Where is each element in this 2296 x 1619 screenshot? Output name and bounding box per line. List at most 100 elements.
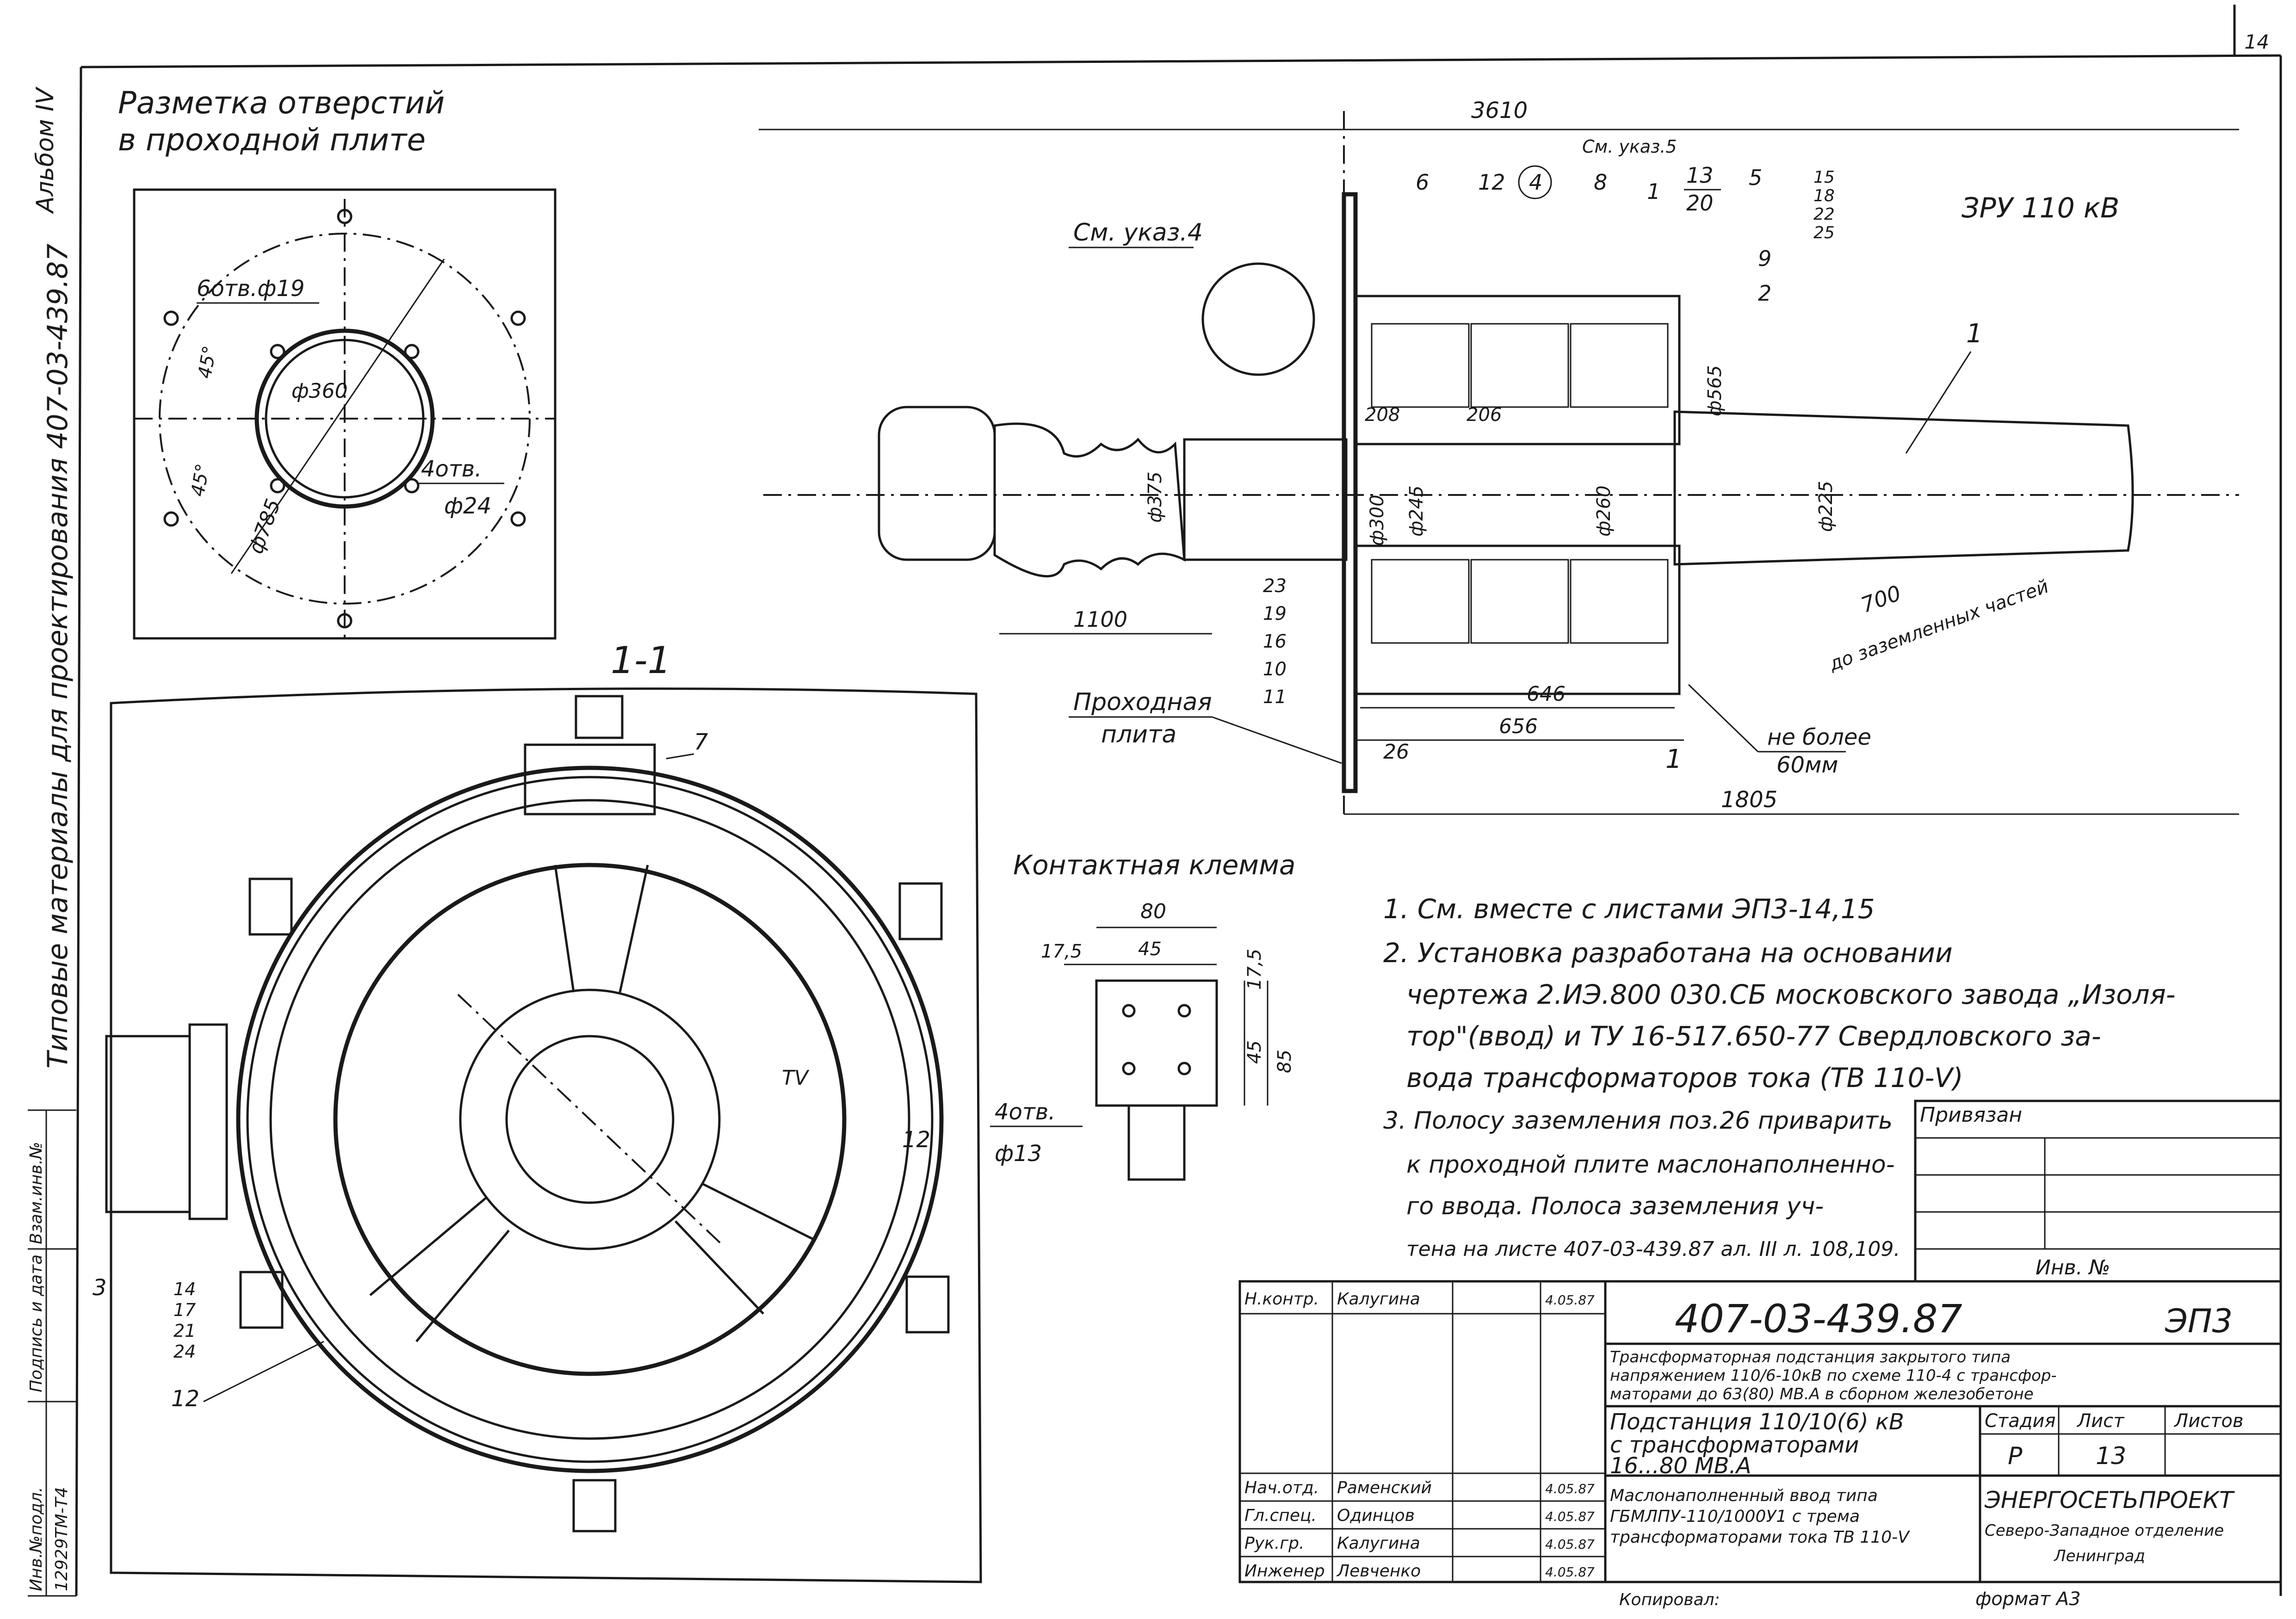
role-3: Рук.гр. (1244, 1534, 1304, 1553)
org-name: ЭНЕРГОСЕТЬПРОЕКТ (1984, 1487, 2235, 1514)
section-1-1-view: 1-1 7 12 12 3 (93, 639, 1083, 1583)
blocks (239, 695, 950, 1532)
pos-22: 22 (1813, 205, 1835, 224)
org-branch: Северо-Западное отделение (1985, 1521, 2224, 1540)
pressure-gauge (1201, 262, 1315, 376)
indoor-bushing (1673, 410, 2134, 566)
pos-25: 25 (1813, 223, 1835, 242)
dim-656: 656 (1499, 715, 1538, 738)
pos-20: 20 (1686, 191, 1714, 216)
left-margin: Альбом IV Типовые материалы для проектир… (27, 87, 76, 1597)
date-4: 4.05.87 (1545, 1564, 1595, 1580)
label-plate-2: плита (1101, 721, 1176, 748)
pos-1-bushing: 1 (1966, 319, 1983, 349)
description-1: Трансформаторная подстанция закрытого ти… (1610, 1348, 2011, 1366)
pos-11: 11 (1263, 686, 1287, 708)
sheet-title-3: трансформаторами тока ТВ 110-V (1610, 1528, 1910, 1547)
porcelain-insulator (993, 422, 1186, 578)
callout-24: 24 (173, 1341, 196, 1362)
callout-17: 17 (173, 1300, 196, 1320)
callout-14: 14 (173, 1279, 196, 1299)
ct-ring (333, 863, 847, 1376)
label-grounded: до заземленных частей (1826, 576, 2052, 675)
name-3: Калугина (1337, 1534, 1420, 1553)
pos-10: 10 (1263, 659, 1287, 680)
description-2: напряжением 110/6-10кВ по схеме 110-4 с … (1610, 1366, 2057, 1385)
pos-19: 19 (1263, 603, 1287, 624)
outdoor-cap (878, 406, 996, 561)
pos-26: 26 (1383, 740, 1409, 764)
radial-spokes (369, 865, 815, 1342)
org-city: Ленинград (2053, 1547, 2145, 1565)
dim-245: ф245 (1406, 485, 1427, 537)
mounting-holes-d24 (270, 344, 420, 494)
sheet-header: Лист (2076, 1410, 2125, 1432)
role-1: Нач.отд. (1244, 1478, 1319, 1497)
sheet-title-1: Маслонаполненный ввод типа (1610, 1486, 1878, 1505)
mounting-holes-d19 (163, 209, 526, 629)
inv-podl-label: Инв.№подл. (27, 1487, 46, 1591)
section-mark: 1 (1665, 744, 1682, 774)
substation-2: с трансформаторами (1610, 1432, 1859, 1458)
pos-18: 18 (1813, 186, 1835, 205)
page-number: 14 (2245, 31, 2269, 53)
note-line-5: вода трансформаторов тока (ТВ 110-V) (1406, 1062, 1963, 1094)
pos-15: 15 (1813, 168, 1835, 187)
series-caption: Типовые материалы для проектирования 407… (42, 244, 74, 1069)
note-line-1: 1. См. вместе с листами ЭП3-14,15 (1383, 893, 1875, 925)
pos-7: 7 (694, 729, 708, 755)
label-4-holes-dia: ф24 (444, 493, 491, 519)
notes: 1. См. вместе с листами ЭП3-14,15 2. Уст… (1383, 893, 2176, 1261)
vzam-inv-label: Взам.инв.№ (27, 1142, 46, 1244)
pos-13: 13 (1686, 163, 1714, 188)
ct-lower (1354, 544, 1681, 695)
dim-300: ф300 (1367, 494, 1388, 546)
pos-23: 23 (1263, 575, 1287, 597)
pos-8: 8 (1594, 170, 1607, 195)
ct-upper (1354, 295, 1681, 445)
section-title: 1-1 (611, 639, 671, 682)
pos-6: 6 (1416, 170, 1429, 195)
inv-no-label: Инв. № (2036, 1256, 2110, 1279)
name-2: Одинцов (1337, 1506, 1415, 1525)
ct-housing (269, 799, 910, 1440)
label-plate-1: Проходная (1073, 688, 1212, 716)
dim-208: 208 (1365, 404, 1400, 426)
substation-1: Подстанция 110/10(6) кВ (1610, 1409, 1904, 1435)
copied-label: Копировал: (1619, 1590, 1720, 1609)
role-0: Н.контр. (1244, 1290, 1319, 1309)
sheets-header: Листов (2173, 1410, 2243, 1432)
sheet-value: 13 (2096, 1442, 2126, 1470)
note-line-2: 2. Установка разработана на основании (1383, 937, 1953, 969)
plate-outline (133, 188, 557, 640)
stage-header: Стадия (1985, 1410, 2055, 1432)
label-4holes-dia: ф13 (995, 1141, 1042, 1167)
bushing-main-view: 3610 ЗРУ 110 кВ См. указ.4 См. указ.5 6 … (759, 98, 2239, 815)
wall-plate (1342, 192, 1358, 793)
pos-4: 4 (1529, 170, 1542, 195)
dim-260: ф260 (1593, 485, 1615, 537)
album-label: Альбом IV (31, 87, 59, 214)
dim-3610: 3610 (1471, 98, 1528, 124)
pos-9: 9 (1758, 246, 1771, 271)
description-3: маторами до 63(80) МВ.А в сборном железо… (1610, 1385, 2034, 1403)
privyazan-label: Привязан (1920, 1103, 2022, 1127)
flange-tube (1183, 438, 1348, 561)
contact-clamp: Контактная клемма 80 17,5 45 17,5 45 85 (1013, 849, 1295, 1181)
position-stack-right: 15 18 22 25 (1813, 168, 1835, 242)
note-line-6: 3. Полосу заземления поз.26 приварить (1383, 1107, 1893, 1135)
conductor (505, 1035, 675, 1204)
role-4: Инженер (1244, 1562, 1325, 1581)
pos-1: 1 (1647, 179, 1660, 204)
pos-12a: 12 (902, 1127, 930, 1153)
name-0: Калугина (1337, 1290, 1420, 1309)
label-max-2: 60мм (1776, 752, 1838, 778)
name-4: Левченко (1336, 1562, 1421, 1581)
position-callouts-left: 23 19 16 10 11 (1263, 575, 1287, 708)
dim-17-5a: 17,5 (1041, 941, 1082, 962)
format-label: формат А3 (1975, 1588, 2081, 1610)
clamp-tail (1127, 1104, 1186, 1181)
dim-225: ф225 (1815, 481, 1837, 532)
